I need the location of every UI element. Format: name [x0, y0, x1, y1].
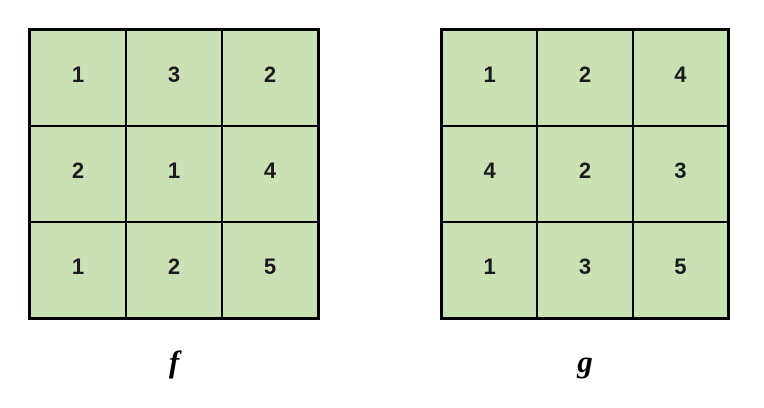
cell-value: 4 — [674, 62, 687, 88]
matrix-cell: 1 — [127, 127, 221, 221]
matrix-block-g: 1 2 4 4 2 3 1 3 5 — [440, 28, 730, 377]
cell-value: 2 — [167, 254, 181, 280]
matrix-cell: 2 — [538, 31, 632, 125]
matrix-cell: 4 — [443, 127, 537, 221]
cell-value: 3 — [167, 62, 181, 88]
cell-value: 1 — [483, 254, 496, 280]
matrix-cell: 1 — [31, 31, 125, 125]
cell-value: 1 — [167, 158, 181, 184]
cell-value: 2 — [578, 62, 592, 88]
cell-value: 4 — [483, 158, 496, 184]
cell-value: 1 — [71, 62, 85, 88]
matrix-cell: 1 — [443, 31, 537, 125]
matrix-cell: 2 — [223, 31, 317, 125]
cell-value: 3 — [674, 158, 687, 184]
cell-value: 1 — [483, 62, 496, 88]
matrix-cell: 5 — [633, 223, 727, 317]
cell-value: 2 — [578, 158, 592, 184]
cell-value: 4 — [263, 158, 277, 184]
matrix-cell: 3 — [633, 127, 727, 221]
cell-value: 3 — [578, 254, 592, 280]
matrix-cell: 4 — [633, 31, 727, 125]
matrix-cell: 3 — [127, 31, 221, 125]
cell-value: 5 — [263, 254, 277, 280]
cell-value: 5 — [674, 254, 687, 280]
matrix-cell: 1 — [31, 223, 125, 317]
cell-value: 2 — [263, 62, 277, 88]
matrix-grid-g: 1 2 4 4 2 3 1 3 5 — [440, 28, 730, 320]
matrix-cell: 5 — [223, 223, 317, 317]
matrix-caption-g: g — [577, 344, 593, 379]
matrix-cell: 2 — [31, 127, 125, 221]
matrix-cell: 2 — [127, 223, 221, 317]
matrix-grid-f: 1 3 2 2 1 4 1 2 5 — [28, 28, 320, 320]
matrix-cell: 1 — [443, 223, 537, 317]
matrix-block-f: 1 3 2 2 1 4 1 2 5 — [28, 28, 320, 377]
matrix-caption-f: f — [168, 344, 180, 379]
cell-value: 1 — [71, 254, 85, 280]
matrix-cell: 2 — [538, 127, 632, 221]
matrix-cell: 3 — [538, 223, 632, 317]
matrix-cell: 4 — [223, 127, 317, 221]
cell-value: 2 — [71, 158, 85, 184]
